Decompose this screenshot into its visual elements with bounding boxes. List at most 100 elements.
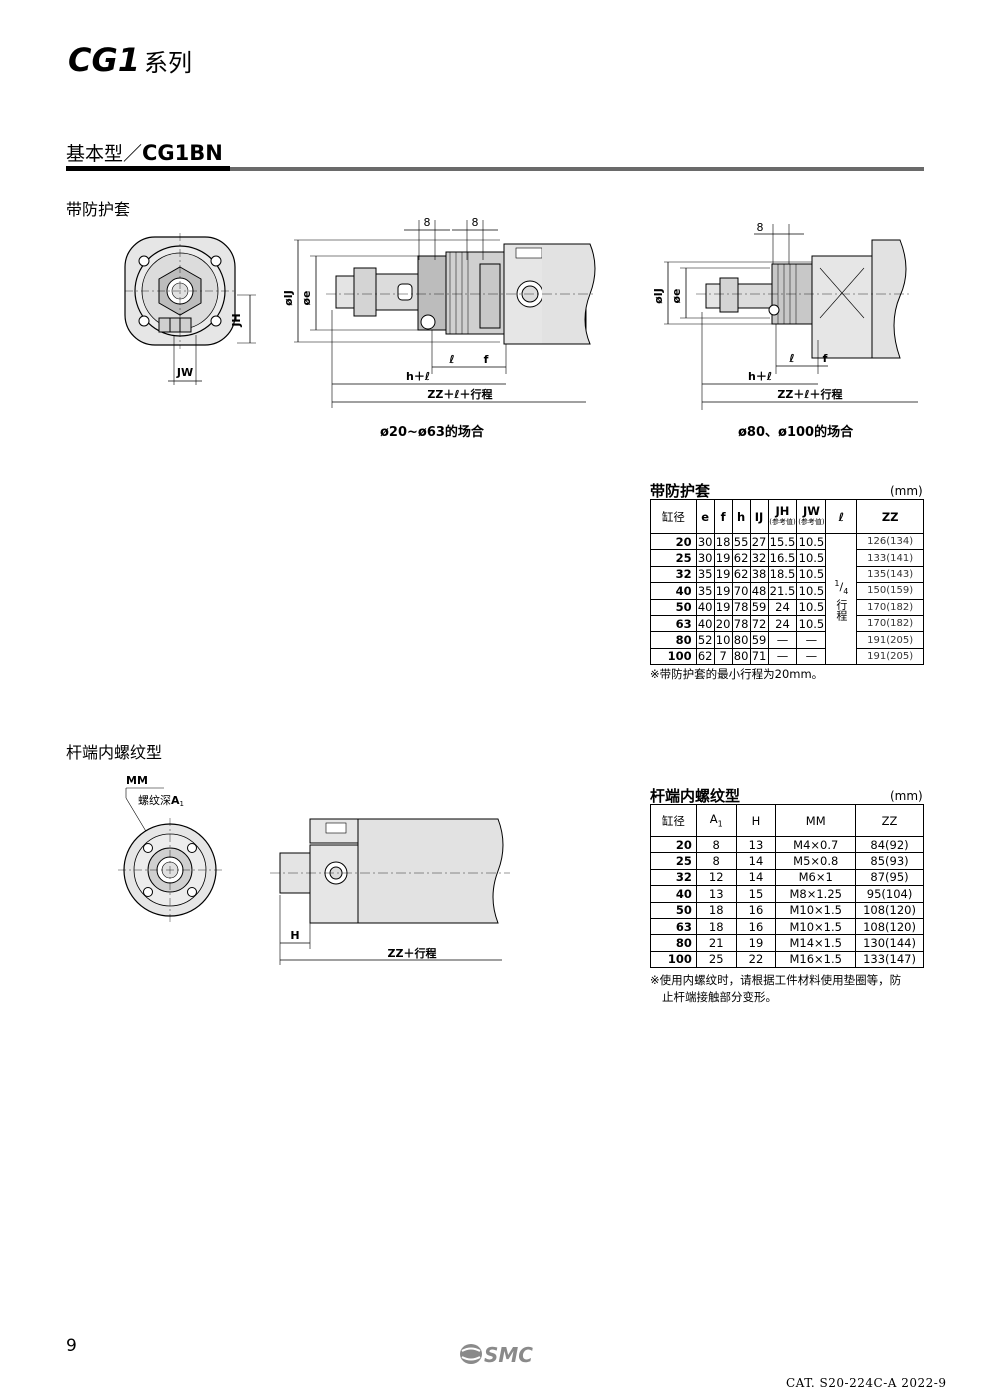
cell-jw: 10.5 (796, 614, 827, 633)
jw-label: JW (176, 366, 193, 379)
header-jw: JW(参考值) (796, 499, 827, 534)
series-code: CG1 (68, 41, 141, 79)
header-h: h (731, 499, 751, 534)
cell-f: 7 (713, 647, 733, 666)
hl-label-large: h＋ℓ (748, 370, 772, 383)
cell-jh: — (767, 647, 798, 666)
cell-h: 19 (735, 934, 777, 952)
cell-h: 16 (735, 917, 777, 936)
cell-e: 30 (695, 549, 715, 567)
female-section-heading: 杆端内螺纹型 (66, 743, 163, 762)
f-header-zz: ZZ (855, 804, 924, 837)
cell-h: 78 (731, 614, 751, 633)
cell-h: 80 (731, 647, 751, 666)
cell-mm: M14×1.5 (775, 934, 857, 952)
cell-a1: 21 (695, 934, 737, 952)
cell-a1: 25 (695, 950, 737, 969)
cell-h: 62 (731, 565, 751, 584)
header-l: ℓ (825, 499, 858, 534)
cell-h: 14 (735, 852, 777, 870)
cell-bore: 25 (650, 549, 697, 567)
cell-h: 70 (731, 582, 751, 600)
cell-h: 80 (731, 631, 751, 649)
boot-section-heading: 带防护套 (66, 200, 131, 219)
cell-h: 55 (731, 532, 751, 551)
cell-f: 18 (713, 532, 733, 551)
cell-bore: 32 (650, 868, 697, 887)
cell-h: 22 (735, 950, 777, 969)
cell-jh: 24 (767, 614, 798, 633)
cell-bore: 80 (650, 631, 697, 649)
cell-zz: 84(92) (855, 835, 924, 854)
cell-bore: 50 (650, 901, 697, 919)
cell-zz: 126(134) (856, 532, 924, 551)
page-number: 9 (66, 1336, 77, 1356)
cell-f: 19 (713, 582, 733, 600)
cell-e: 35 (695, 565, 715, 584)
header-ij: IJ (749, 499, 769, 534)
cell-mm: M16×1.5 (775, 950, 857, 969)
f-header-h: H (735, 804, 777, 837)
cell-zz: 108(120) (855, 917, 924, 936)
catalog-number: CAT. S20-224C-A 2022-9 (786, 1376, 947, 1390)
cell-zz: 95(104) (855, 885, 924, 903)
cell-bore: 80 (650, 934, 697, 952)
cell-jh: 16.5 (767, 549, 798, 567)
cell-zz: 191(205) (856, 647, 924, 666)
cell-mm: M4×0.7 (775, 835, 857, 854)
cell-jw: 10.5 (796, 532, 827, 551)
cell-h: 62 (731, 549, 751, 567)
cell-mm: M10×1.5 (775, 917, 857, 936)
ij-label: øIJ (282, 290, 295, 306)
section-model: CG1BN (142, 141, 223, 165)
cell-a1: 12 (695, 868, 737, 887)
cell-jw: 10.5 (796, 549, 827, 567)
f-label-large: f (823, 352, 828, 365)
header-e: e (695, 499, 715, 534)
boot-table-title: 带防护套 (650, 482, 711, 500)
cell-jw: 10.5 (796, 565, 827, 584)
cell-zz: 150(159) (856, 582, 924, 600)
cell-jw: 10.5 (796, 582, 827, 600)
cell-ij: 72 (749, 614, 769, 633)
cell-bore: 50 (650, 598, 697, 616)
jh-label: JH (230, 313, 243, 327)
hl-label: h＋ℓ (406, 370, 430, 383)
series-word: 系列 (144, 49, 193, 77)
cell-mm: M10×1.5 (775, 901, 857, 919)
header-zz: ZZ (856, 499, 924, 534)
e-label-large: øe (670, 288, 683, 303)
header-jh: JH(参考值) (767, 499, 798, 534)
cell-f: 19 (713, 549, 733, 567)
cell-ij: 59 (749, 598, 769, 616)
cell-zz: 133(147) (855, 950, 924, 969)
cell-zz: 87(95) (855, 868, 924, 887)
female-table-header: 缸径 A1 H MM ZZ (650, 804, 924, 837)
female-side-view: H ZZ＋行程 (270, 818, 510, 965)
l-label: ℓ (448, 353, 454, 366)
cell-f: 10 (713, 631, 733, 649)
cell-f: 19 (713, 598, 733, 616)
cell-ij: 27 (749, 532, 769, 551)
cell-bore: 32 (650, 565, 697, 584)
female-table-unit: (mm) (890, 789, 923, 803)
svg-text:SMC: SMC (484, 1343, 533, 1367)
cell-e: 40 (695, 598, 715, 616)
cell-a1: 8 (695, 835, 737, 854)
cell-f: 20 (713, 614, 733, 633)
cell-zz: 133(141) (856, 549, 924, 567)
cell-bore: 63 (650, 614, 697, 633)
cell-jh: 24 (767, 598, 798, 616)
